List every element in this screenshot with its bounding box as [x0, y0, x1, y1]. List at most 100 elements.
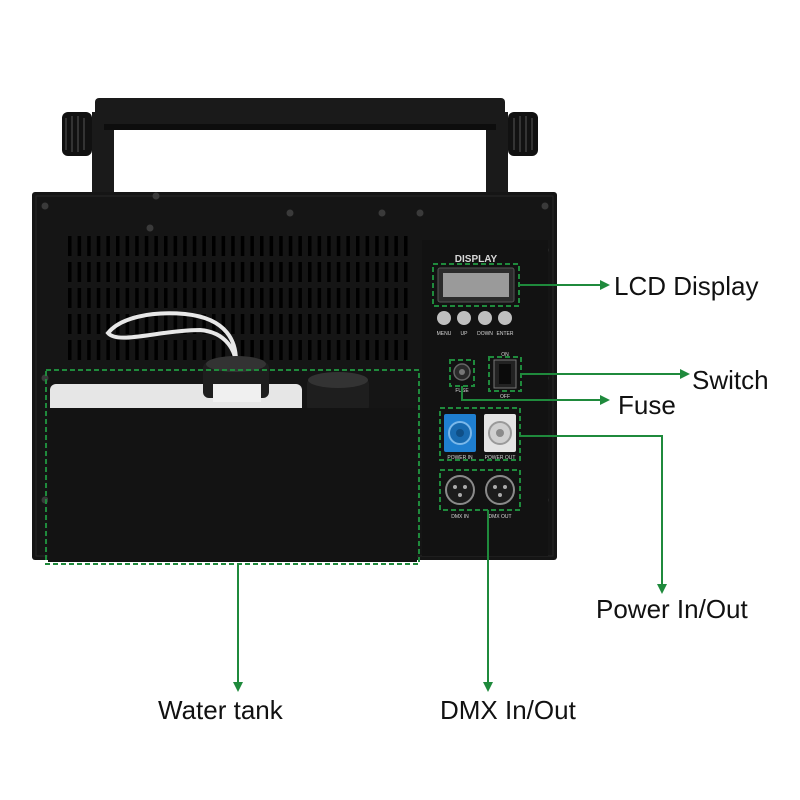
vent-slot [173, 340, 178, 360]
vent-slot [269, 288, 274, 308]
vent-slot [202, 340, 206, 360]
power-out-connector[interactable] [484, 414, 516, 452]
vent-slot [221, 340, 226, 360]
vent-slot [135, 236, 139, 256]
dmx-in-out-callout: DMX In/Out [440, 695, 576, 725]
vent-slot [346, 262, 350, 282]
vent-slot [279, 236, 283, 256]
enter-button[interactable] [498, 311, 512, 325]
vent-slot [96, 340, 101, 360]
power-in-connector[interactable] [444, 414, 476, 452]
fuse-frame [449, 359, 475, 387]
vent-slot [135, 340, 139, 360]
vent-grille [68, 236, 408, 360]
tank-cap-left-icon [203, 356, 269, 402]
vent-slot [173, 288, 178, 308]
vent-slot [183, 340, 187, 360]
vent-slot [96, 314, 101, 334]
vent-slot [298, 288, 302, 308]
vent-slot [144, 236, 149, 256]
vent-slot [135, 288, 139, 308]
vent-slot [336, 288, 341, 308]
vent-slot [96, 262, 101, 282]
vent-slot [404, 236, 408, 256]
vent-slot [298, 262, 302, 282]
vent-slot [308, 314, 312, 334]
water-tank-callout: Water tank [158, 695, 283, 725]
vent-slot [212, 340, 216, 360]
vent-slot [77, 340, 82, 360]
vent-slot [125, 288, 130, 308]
vent-slot [279, 288, 283, 308]
vent-slot [336, 262, 341, 282]
screw-icon [416, 209, 424, 217]
vent-slot [183, 314, 187, 334]
vent-slot [279, 314, 283, 334]
handle-bracket [92, 98, 508, 204]
vent-slot [317, 314, 322, 334]
vent-slot [231, 314, 235, 334]
vent-slot [250, 288, 254, 308]
vent-slot [135, 262, 139, 282]
power-in-out-leader [520, 435, 667, 594]
dmx-out-connector[interactable] [485, 475, 515, 505]
vent-slot [173, 262, 178, 282]
dmx-in-connector[interactable] [445, 475, 475, 505]
vent-slot [336, 236, 341, 256]
fuse-holder[interactable] [453, 363, 471, 381]
switch-off-label: OFF [500, 394, 510, 400]
vent-slot [260, 262, 264, 282]
vent-slot [202, 314, 206, 334]
screw-icon [378, 209, 386, 217]
screw-icon [286, 209, 294, 217]
vent-slot [269, 262, 274, 282]
vent-slot [384, 236, 389, 256]
vent-slot [164, 314, 168, 334]
vent-slot [327, 288, 331, 308]
vent-slot [77, 314, 82, 334]
power-switch[interactable] [493, 359, 517, 389]
vent-slot [327, 340, 331, 360]
display-heading: DISPLAY [455, 254, 498, 265]
switch-callout: Switch [692, 365, 769, 395]
vent-slot [394, 288, 398, 308]
vent-slot [356, 314, 360, 334]
vent-slot [404, 262, 408, 282]
leader-lines [233, 280, 690, 692]
vent-slot [356, 340, 360, 360]
vent-slot [288, 262, 293, 282]
vent-slot [365, 340, 370, 360]
vent-slot [154, 262, 158, 282]
vent-slot [125, 236, 130, 256]
menu-button[interactable] [437, 311, 451, 325]
vent-slot [77, 236, 82, 256]
dmx-in-out-frame [439, 469, 521, 511]
down-button[interactable] [478, 311, 492, 325]
vent-slot [212, 288, 216, 308]
dmx-in-label: DMX IN [451, 514, 469, 520]
vent-slot [346, 288, 350, 308]
up-button-label: UP [461, 331, 469, 337]
vent-slot [365, 262, 370, 282]
vent-slot [404, 288, 408, 308]
vent-slot [298, 314, 302, 334]
vent-slot [308, 288, 312, 308]
vent-slot [202, 236, 206, 256]
power-in-out-callout: Power In/Out [596, 594, 748, 624]
vent-slot [87, 262, 91, 282]
vent-slot [269, 236, 274, 256]
vent-slot [144, 288, 149, 308]
menu-button-label: MENU [437, 331, 452, 337]
vent-slot [192, 262, 197, 282]
vent-slot [346, 340, 350, 360]
vent-slot [327, 236, 331, 256]
vent-slot [144, 340, 149, 360]
vent-slot [240, 236, 245, 256]
vent-slot [356, 288, 360, 308]
vent-slot [116, 340, 120, 360]
vent-slot [221, 262, 226, 282]
vent-slot [375, 236, 379, 256]
up-button[interactable] [457, 311, 471, 325]
vent-slot [68, 340, 72, 360]
